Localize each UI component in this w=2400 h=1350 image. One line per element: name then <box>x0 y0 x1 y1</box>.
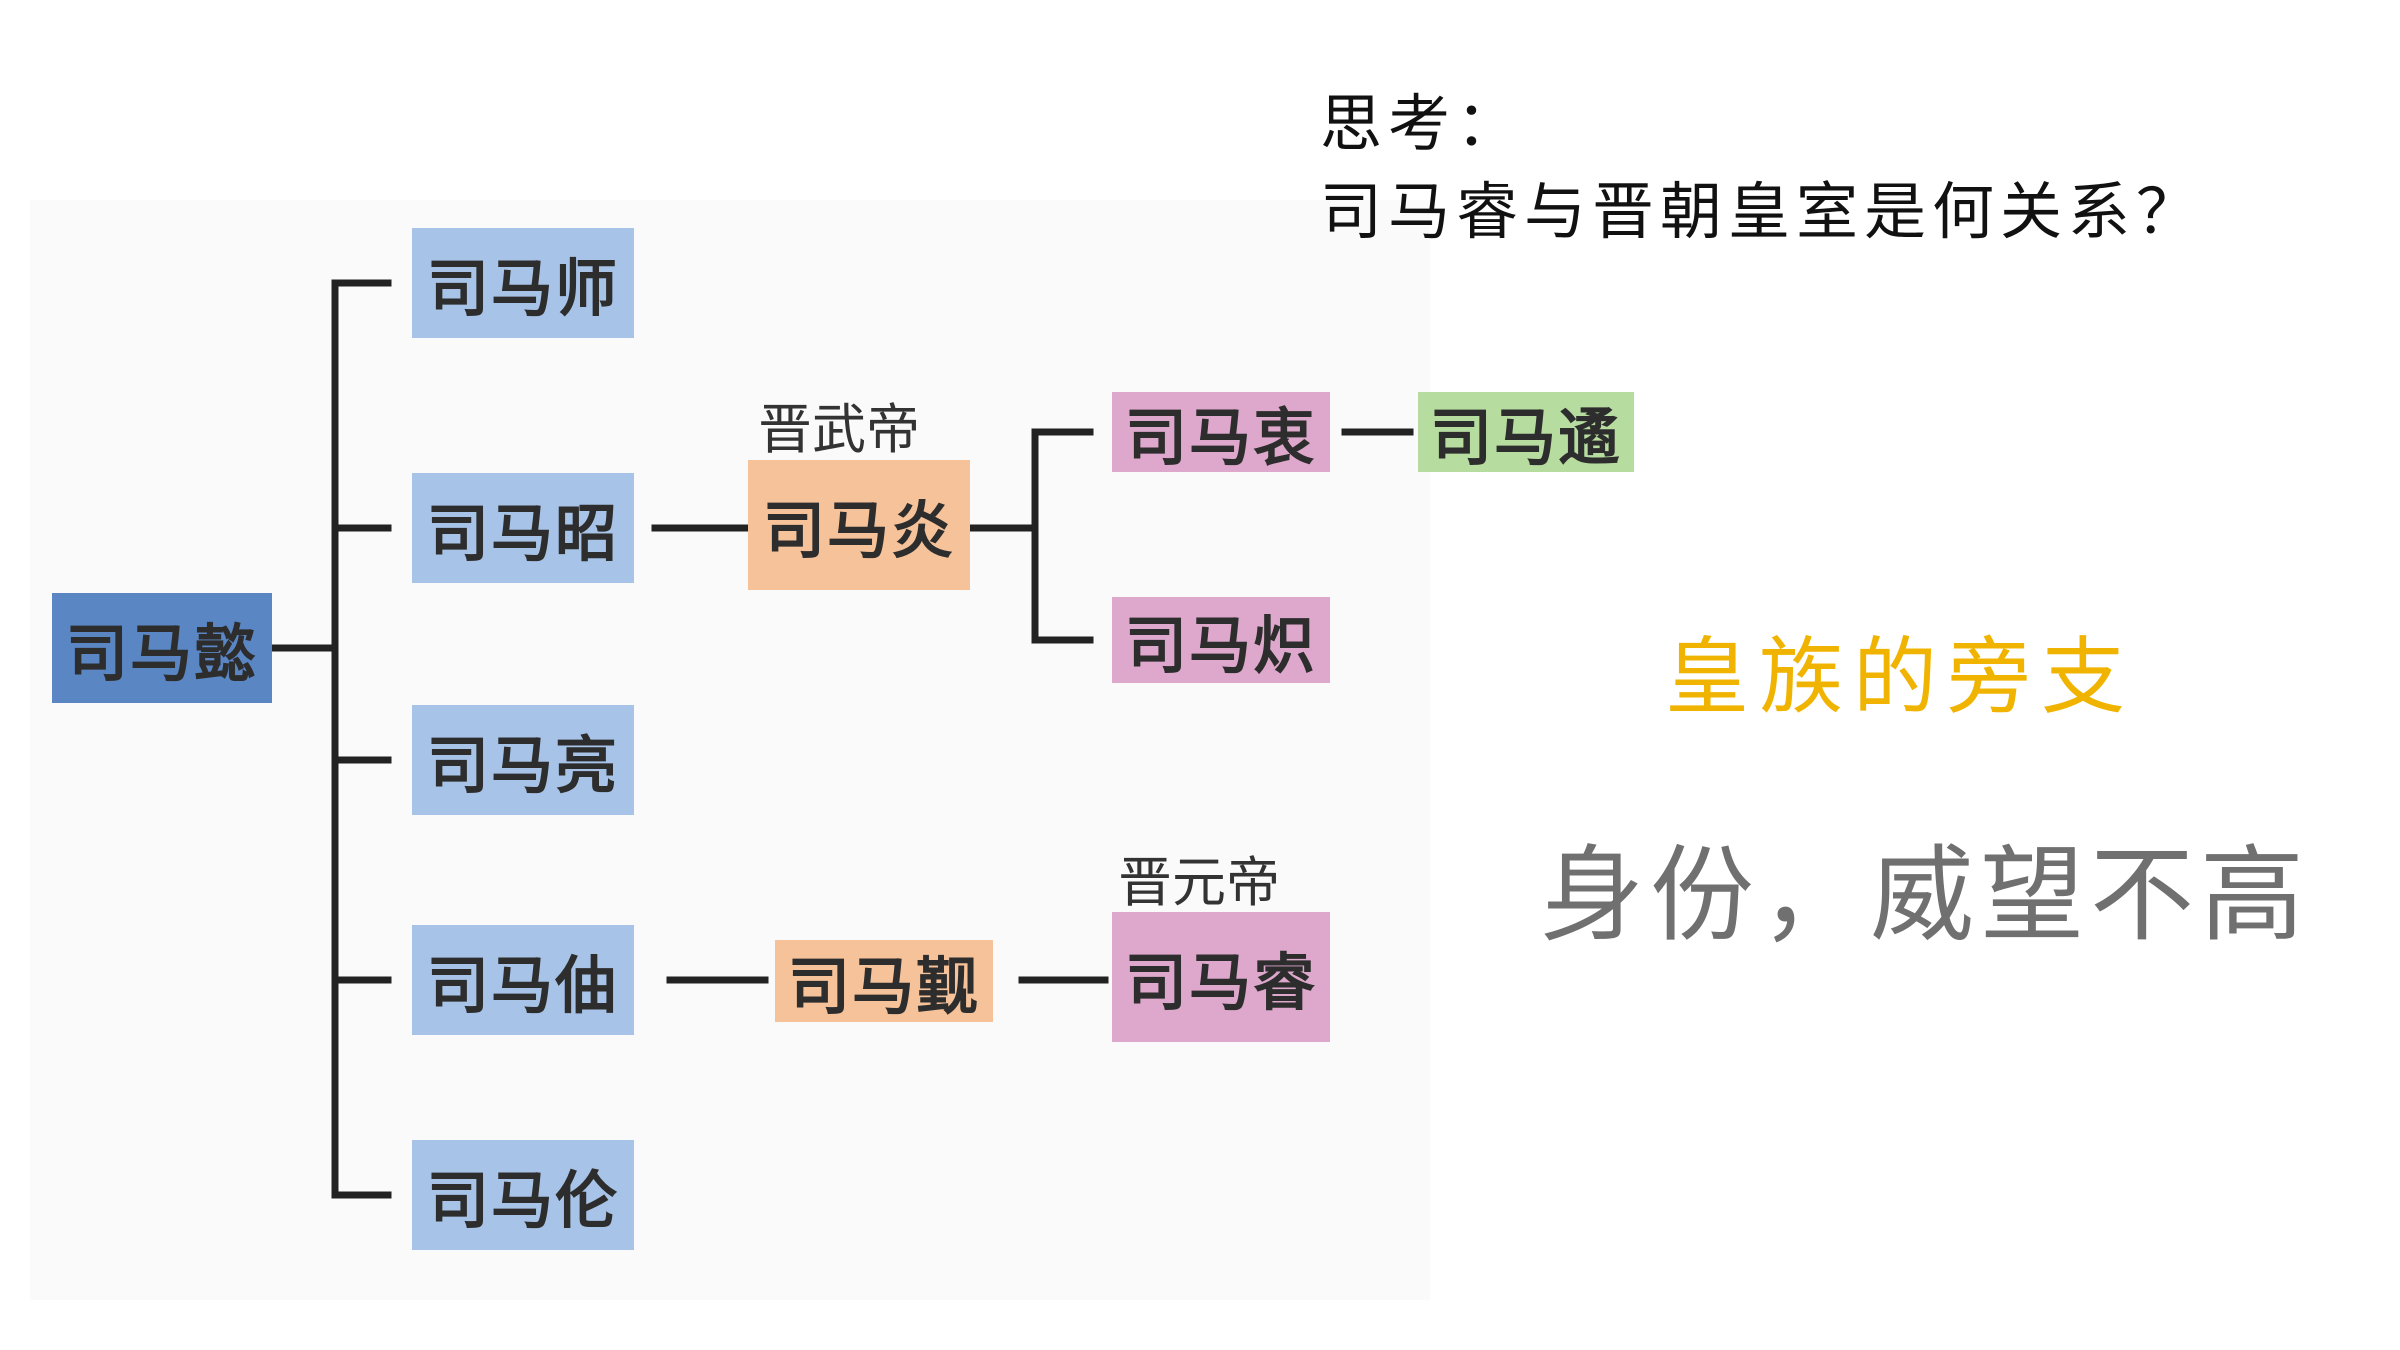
node-sima-yan: 司马炎 <box>748 460 970 590</box>
family-tree-panel <box>30 200 1430 1300</box>
answer-low-status: 身份，威望不高 <box>1540 834 2311 956</box>
question-block: 思考： 司马睿与晋朝皇室是何关系？ <box>1320 80 2204 256</box>
label-jin-wudi: 晋武帝 <box>758 398 920 461</box>
node-sima-zhong: 司马衷 <box>1112 392 1330 474</box>
node-sima-yu: 司马遹 <box>1418 392 1634 474</box>
node-sima-zhou: 司马伷 <box>412 925 634 1035</box>
node-sima-yi: 司马懿 <box>52 593 272 703</box>
question-heading: 思考： <box>1320 87 1525 160</box>
question-text: 司马睿与晋朝皇室是何关系？ <box>1320 175 2205 248</box>
node-sima-lun: 司马伦 <box>412 1140 634 1250</box>
node-sima-rui: 司马睿 <box>1112 912 1330 1042</box>
node-sima-jin: 司马觐 <box>775 940 993 1023</box>
node-sima-chi: 司马炽 <box>1112 597 1330 683</box>
node-sima-liang: 司马亮 <box>412 705 634 815</box>
answer-side-branch: 皇族的旁支 <box>1665 628 2136 726</box>
label-jin-yuandi: 晋元帝 <box>1118 851 1280 914</box>
node-sima-shi: 司马师 <box>412 228 634 338</box>
node-sima-zhao: 司马昭 <box>412 473 634 583</box>
